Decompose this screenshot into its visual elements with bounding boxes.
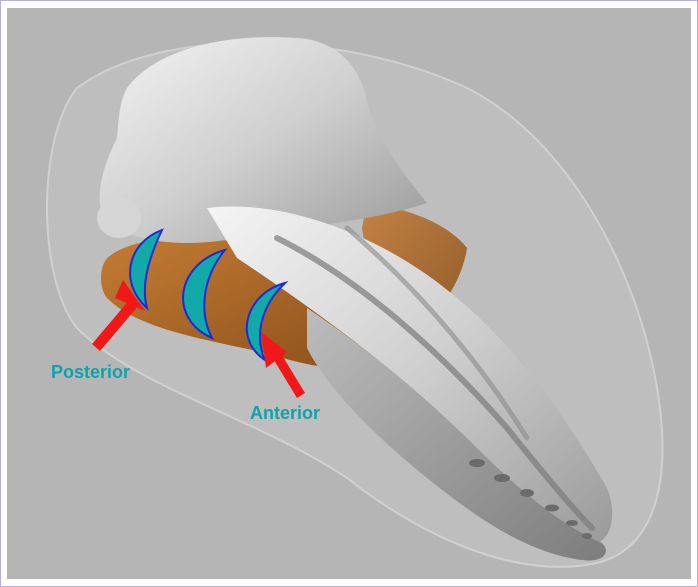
skull-render xyxy=(7,8,691,579)
occipital-condyle xyxy=(97,198,141,238)
render-viewport: Posterior Anterior xyxy=(7,8,691,579)
posterior-label: Posterior xyxy=(51,362,130,383)
anterior-label: Anterior xyxy=(250,403,320,424)
